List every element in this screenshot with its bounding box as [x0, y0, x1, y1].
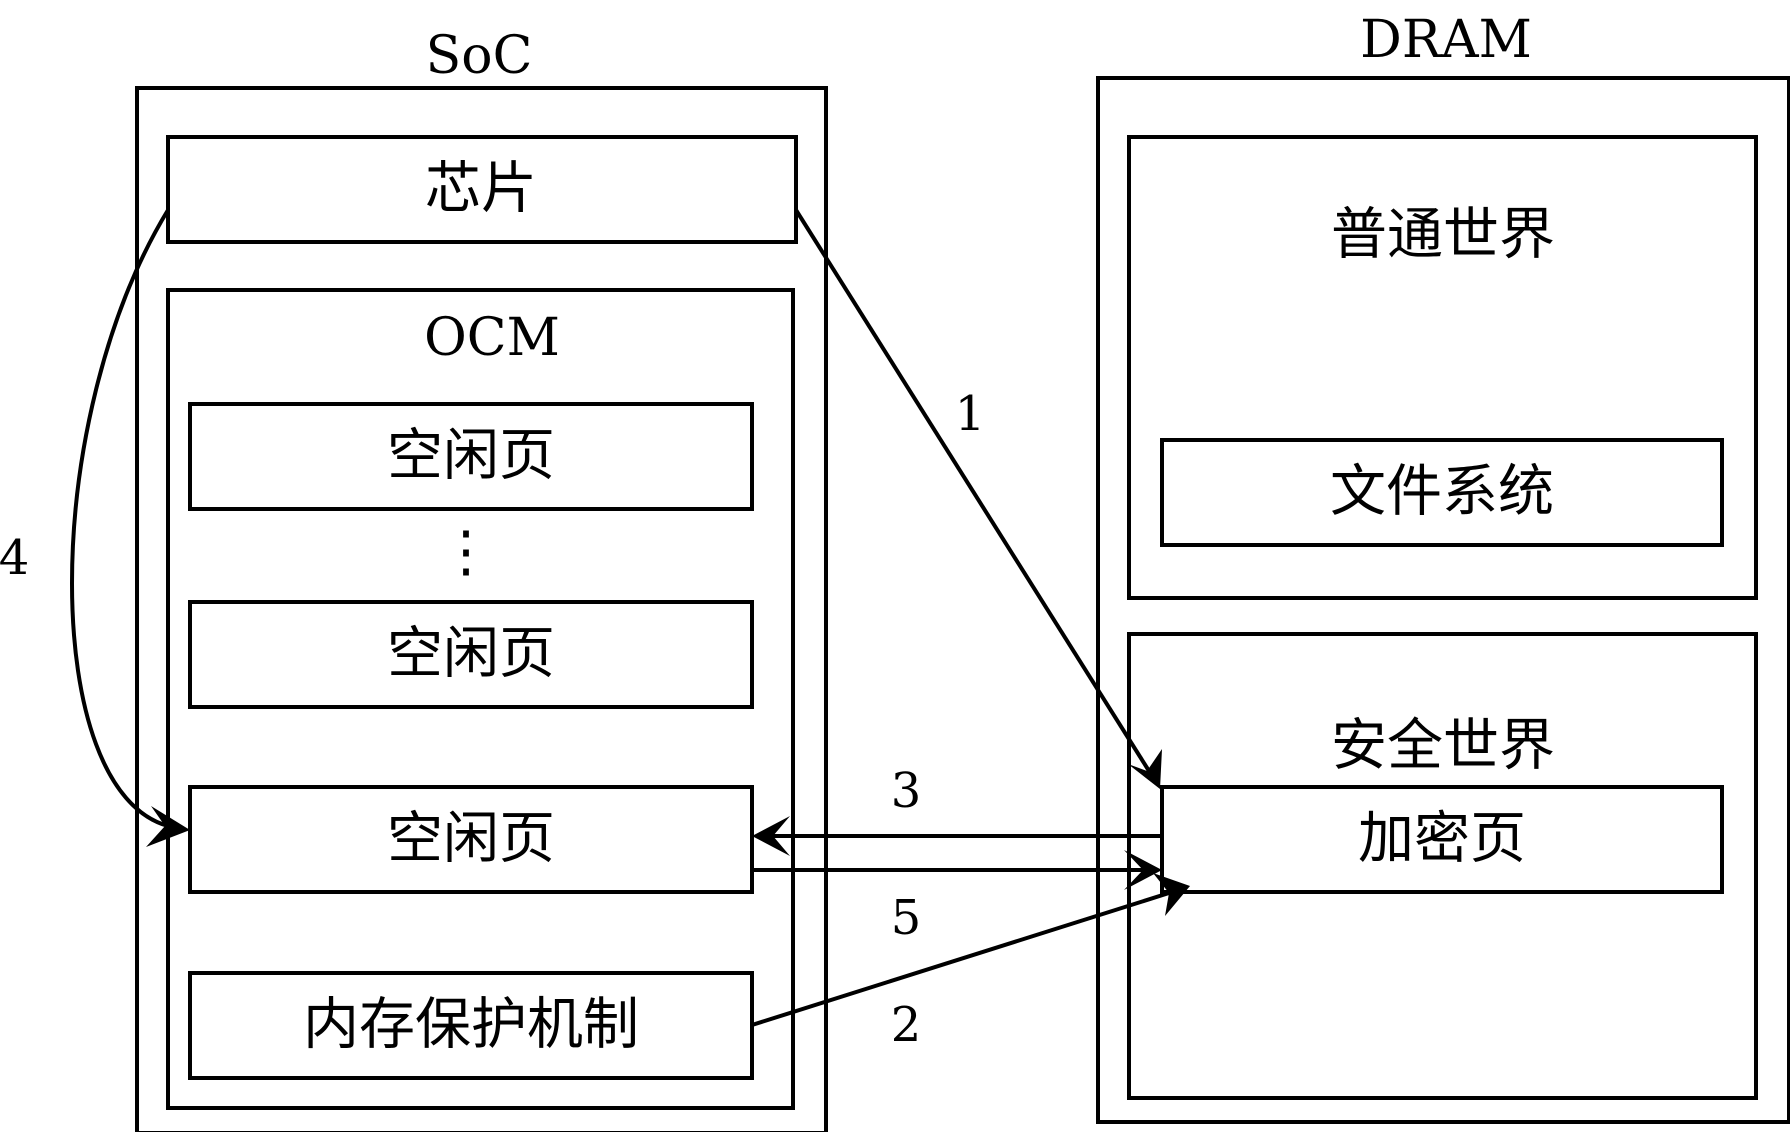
ellipsis-vertical: ⋮: [438, 520, 494, 585]
arrow-4-label: 4: [0, 530, 29, 586]
free-page-bottom-box: [188, 785, 754, 894]
soc-title: SoC: [426, 26, 533, 86]
free-page-top-label: 空闲页: [387, 424, 555, 489]
arrow-5-label: 5: [891, 890, 922, 946]
chip-box: [166, 135, 798, 244]
free-page-middle-label: 空闲页: [387, 622, 555, 687]
arrow-2-head: [1153, 873, 1190, 916]
filesystem-label: 文件系统: [1330, 460, 1554, 525]
arrow-1-label: 1: [955, 386, 986, 442]
arrow-2-label: 2: [891, 997, 922, 1053]
chip-label: 芯片: [425, 157, 537, 222]
memory-protection-box: [188, 971, 754, 1080]
encrypted-page-label: 加密页: [1358, 807, 1526, 872]
encrypted-page-box: [1160, 785, 1724, 894]
memory-protection-label: 内存保护机制: [303, 993, 639, 1058]
arrow-1-line: [794, 208, 1151, 773]
arrow-2-line: [751, 891, 1170, 1027]
secure-world-title: 安全世界: [1331, 714, 1555, 779]
normal-world-box: [1127, 135, 1758, 600]
soc-box: [135, 86, 828, 1132]
dram-box: [1096, 76, 1790, 1124]
arrow-3-head: [752, 816, 790, 856]
filesystem-box: [1160, 438, 1724, 547]
arrow-3-label: 3: [891, 763, 922, 819]
free-page-top-box: [188, 402, 754, 511]
arrow-4-head: [146, 806, 190, 847]
dram-title: DRAM: [1360, 10, 1532, 70]
free-page-bottom-label: 空闲页: [387, 807, 555, 872]
secure-world-box: [1127, 632, 1758, 1100]
arrow-4-line: [70, 208, 170, 828]
free-page-middle-box: [188, 600, 754, 709]
normal-world-title: 普通世界: [1331, 203, 1555, 268]
arrow-5-head: [1124, 850, 1162, 890]
ocm-box: [166, 288, 795, 1110]
ocm-title: OCM: [424, 308, 560, 368]
arrow-1-head: [1128, 749, 1162, 789]
